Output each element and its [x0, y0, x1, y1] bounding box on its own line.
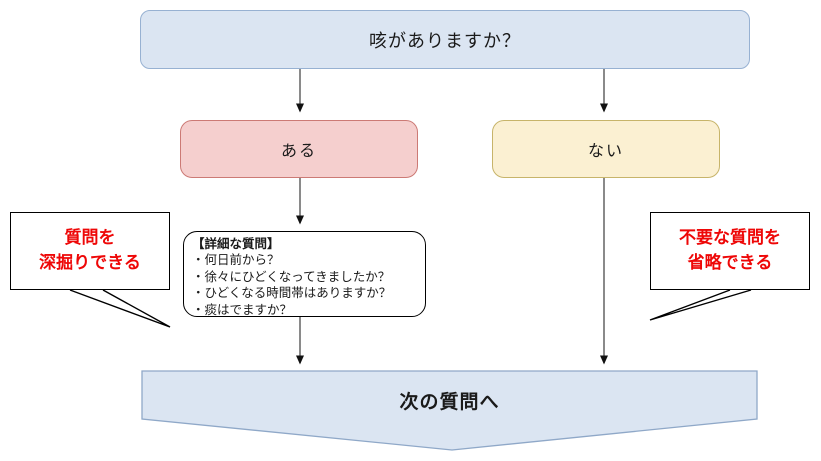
callout-deep-dive-line2: 深掘りできる: [39, 253, 141, 272]
node-no: ない: [492, 120, 720, 178]
node-yes: ある: [180, 120, 418, 178]
callout-deep-dive: 質問を 深掘りできる: [10, 212, 170, 290]
node-next-question-label: 次の質問へ: [399, 391, 500, 413]
node-no-label: ない: [587, 143, 624, 160]
callout-left-tail: [69, 289, 171, 328]
callout-skip-questions-line2: 省略できる: [687, 253, 773, 272]
node-question-label: 咳がありますか？: [369, 30, 521, 51]
node-next-question: 次の質問へ: [142, 371, 757, 429]
callout-skip-questions-line1: 不要な質問を: [679, 228, 781, 248]
callout-right-tail: [649, 289, 752, 321]
detail-question-item: ・痰はでますか？: [192, 302, 293, 317]
node-question: 咳がありますか？: [140, 10, 750, 69]
detail-question-item: ・徐々にひどくなってきましたか？: [192, 269, 391, 284]
detail-question-item: ・ひどくなる時間帯はありますか？: [192, 286, 392, 300]
detail-question-item: ・何日前から？: [192, 253, 280, 267]
callout-deep-dive-line1: 質問を: [64, 228, 116, 248]
detail-questions-title: 【詳細な質問】: [192, 237, 280, 251]
node-detail-questions: 【詳細な質問】 ・何日前から？ ・徐々にひどくなってきましたか？ ・ひどくなる時…: [183, 231, 426, 317]
node-yes-label: ある: [280, 143, 317, 160]
callout-skip-questions: 不要な質問を 省略できる: [650, 212, 810, 290]
